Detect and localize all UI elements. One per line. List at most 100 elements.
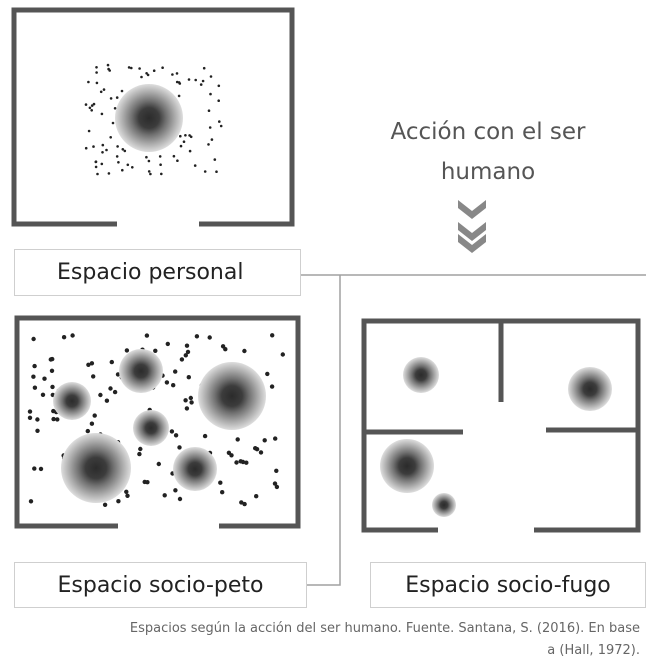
scatter-dot xyxy=(215,170,218,173)
scatter-dot xyxy=(217,99,220,102)
scatter-dot xyxy=(226,450,232,455)
scatter-dot xyxy=(173,369,178,374)
scatter-dot xyxy=(100,112,104,116)
scatter-dot xyxy=(207,109,211,112)
scatter-dot xyxy=(138,446,143,452)
scatter-dot xyxy=(27,409,33,414)
scatter-dot xyxy=(85,428,91,434)
scatter-dot xyxy=(91,374,96,379)
scatter-dot xyxy=(113,107,117,110)
scatter-dot xyxy=(95,81,99,85)
scatter-dot xyxy=(99,90,103,94)
scatter-dot xyxy=(96,172,99,176)
scatter-dot xyxy=(187,78,191,81)
scatter-dot xyxy=(70,333,75,338)
scatter-dot xyxy=(40,392,46,397)
scatter-dot xyxy=(156,461,161,467)
scatter-dot xyxy=(115,155,119,158)
scatter-dot xyxy=(234,460,239,465)
scatter-dot xyxy=(203,170,207,173)
scatter-dot xyxy=(102,502,108,507)
scatter-dot xyxy=(153,348,158,353)
scatter-dot xyxy=(262,438,267,443)
scatter-dot xyxy=(188,134,191,137)
scatter-dot xyxy=(145,155,148,159)
scatter-dot xyxy=(145,72,148,75)
scatter-dot xyxy=(186,375,191,380)
scatter-dot xyxy=(147,159,151,163)
scatter-dot xyxy=(109,359,115,365)
scatter-dot xyxy=(138,67,141,70)
scatter-dot xyxy=(49,368,55,373)
scatter-dot xyxy=(242,348,247,354)
person-personal xyxy=(115,84,183,152)
scatter-dot xyxy=(94,165,98,169)
scatter-dot xyxy=(183,398,188,403)
scatter-dot xyxy=(124,489,129,494)
scatter-dot xyxy=(89,361,95,366)
scatter-dot xyxy=(172,154,176,158)
scatter-dot xyxy=(193,164,197,167)
scatter-dot xyxy=(112,389,118,395)
scatter-dot xyxy=(124,348,130,353)
scatter-dot xyxy=(92,413,97,418)
scatter-dot xyxy=(92,102,96,106)
scatter-dot xyxy=(50,384,55,390)
label-espacio-socio-peto: Espacio socio-peto xyxy=(14,562,307,608)
person-peto-6 xyxy=(173,447,217,491)
scatter-dot xyxy=(207,143,210,146)
scatter-dot xyxy=(126,163,130,167)
scatter-dot xyxy=(115,372,121,377)
down-chevron-icon xyxy=(458,200,486,253)
scatter-dot xyxy=(48,357,53,362)
scatter-dot xyxy=(176,159,179,162)
scatter-dot xyxy=(210,138,214,141)
figure-caption: Espacios según la acción del ser humano.… xyxy=(0,618,640,662)
scatter-dot xyxy=(87,80,90,84)
scatter-dot xyxy=(173,488,178,493)
scatter-dot xyxy=(202,66,206,70)
scatter-dot xyxy=(223,347,228,352)
scatter-dot xyxy=(184,134,187,137)
scatter-dot xyxy=(120,89,124,93)
scatter-dot xyxy=(102,88,106,91)
scatter-dot xyxy=(265,371,270,377)
scatter-dot xyxy=(194,334,200,339)
scatter-dot xyxy=(162,493,167,498)
caption-line-1: Espacios según la acción del ser humano.… xyxy=(129,621,640,636)
scatter-dot xyxy=(239,500,244,505)
scatter-dot xyxy=(42,376,47,381)
scatter-dot xyxy=(131,166,134,169)
scatter-dot xyxy=(86,362,91,367)
scatter-dot xyxy=(188,395,193,401)
personal-space-room xyxy=(11,7,295,227)
scatter-dot xyxy=(31,374,36,379)
scatter-dot xyxy=(269,384,275,389)
scatter-dot xyxy=(87,129,91,133)
scatter-dot xyxy=(137,451,142,457)
personal-scattered-dots xyxy=(84,63,223,176)
scatter-dot xyxy=(217,84,221,88)
scatter-dot xyxy=(130,66,133,70)
scatter-dot xyxy=(108,386,113,391)
scatter-dot xyxy=(51,416,56,422)
scatter-dot xyxy=(90,109,93,112)
scatter-dot xyxy=(209,75,213,78)
scatter-dot xyxy=(169,429,175,434)
scatter-dot xyxy=(258,450,264,455)
scatter-dot xyxy=(185,349,191,355)
scatter-dot xyxy=(208,126,212,129)
scatter-dot xyxy=(35,428,40,433)
person-peto-5 xyxy=(61,433,131,503)
scatter-dot xyxy=(178,82,182,85)
scatter-dot xyxy=(235,437,240,442)
scatter-dot xyxy=(189,400,194,405)
scatter-dot xyxy=(84,146,88,150)
scatter-dot xyxy=(149,172,152,176)
scatter-dot xyxy=(183,353,188,358)
scatter-dot xyxy=(107,67,110,71)
scatter-dot xyxy=(240,459,246,465)
scatter-dot xyxy=(109,136,112,139)
scatter-dot xyxy=(90,104,94,107)
